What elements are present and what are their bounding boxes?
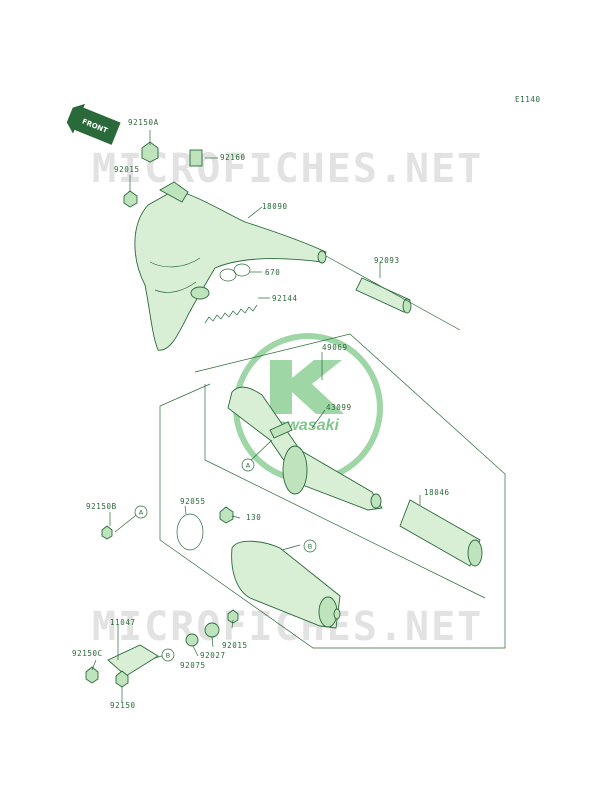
label-43099: 43099 — [326, 403, 352, 412]
callout-b-lower: B — [161, 648, 175, 662]
bolt-92150C — [85, 666, 99, 684]
label-670: 670 — [265, 268, 280, 277]
callout-a-lower: A — [134, 505, 148, 519]
svg-text:A: A — [246, 462, 251, 470]
label-92150C: 92150C — [72, 649, 103, 658]
packing-18046 — [399, 499, 483, 567]
label-92055: 92055 — [180, 497, 206, 506]
svg-text:B: B — [166, 652, 170, 660]
bolt-130 — [219, 506, 234, 524]
label-130: 130 — [246, 513, 261, 522]
label-92144: 92144 — [272, 294, 298, 303]
label-18046: 18046 — [424, 488, 450, 497]
nut-92015 — [123, 190, 138, 208]
bracket-92160 — [189, 149, 203, 167]
label-92015-bottom: 92015 — [222, 641, 248, 650]
svg-text:A: A — [139, 509, 144, 517]
label-11047: 11047 — [110, 618, 136, 627]
svg-text:B: B — [308, 543, 312, 551]
front-arrow-icon: FRONT — [66, 103, 121, 145]
expansion-chamber — [134, 181, 327, 351]
callout-a-upper: A — [241, 458, 255, 472]
label-92015-top: 92015 — [114, 165, 140, 174]
bolt-92150B — [101, 525, 113, 540]
label-92150: 92150 — [110, 701, 136, 710]
label-92150B: 92150B — [86, 502, 117, 511]
o-ring-1 — [219, 268, 237, 282]
callout-b-upper: B — [303, 539, 317, 553]
collar-92027 — [204, 622, 220, 638]
bolt-92150 — [115, 670, 129, 688]
label-49069: 49069 — [322, 343, 348, 352]
label-92027: 92027 — [200, 651, 226, 660]
spring-92144 — [204, 304, 258, 324]
diagram-code: E1140 — [515, 95, 541, 104]
o-ring-2 — [233, 263, 251, 277]
label-92160: 92160 — [220, 153, 246, 162]
nut-92015-b — [227, 609, 239, 624]
grommet-92075 — [185, 633, 199, 647]
silencer-body — [231, 540, 341, 629]
sleeve-92093 — [355, 277, 412, 314]
gasket-92055 — [176, 513, 204, 551]
label-92075: 92075 — [180, 661, 206, 670]
label-92150A: 92150A — [128, 118, 159, 127]
bracket-11047 — [107, 644, 159, 677]
label-18090: 18090 — [262, 202, 288, 211]
label-92093: 92093 — [374, 256, 400, 265]
inner-pipe-43099 — [227, 386, 383, 511]
